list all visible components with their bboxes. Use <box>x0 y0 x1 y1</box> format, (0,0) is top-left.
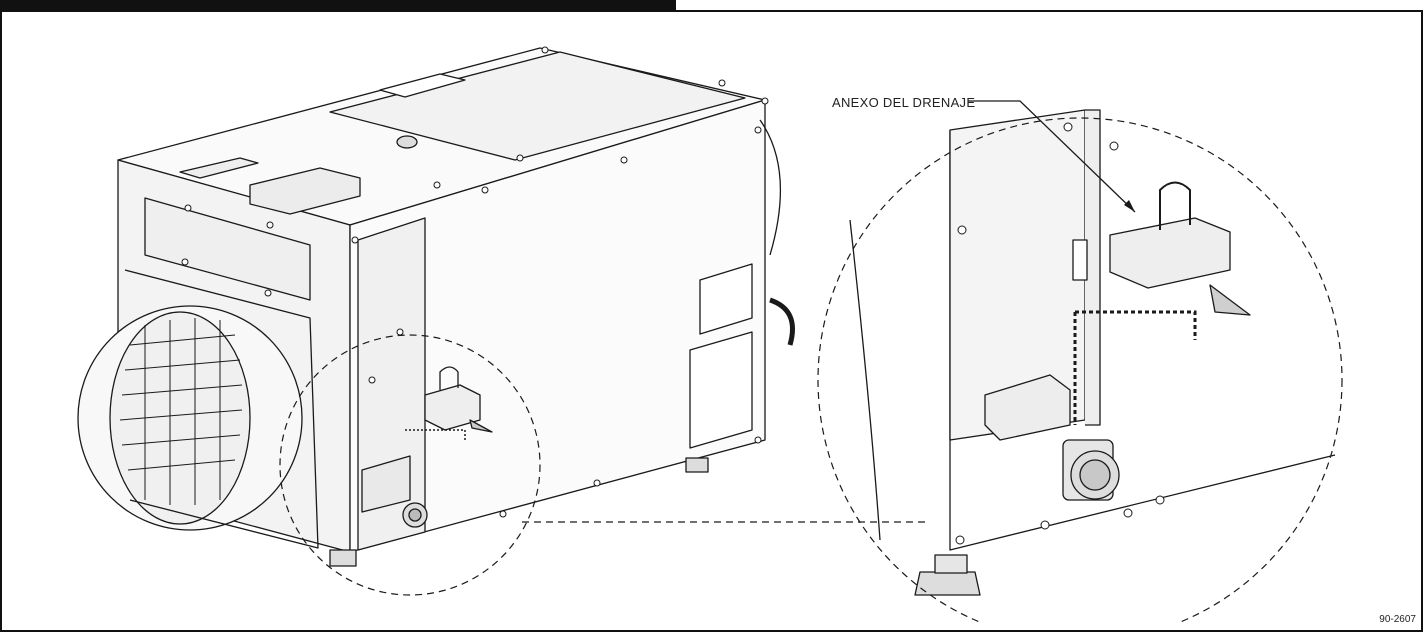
magnify-circle-small <box>279 334 541 596</box>
callout-label: ANEXO DEL DRENAJE <box>832 95 976 110</box>
drain-dotted-path-small <box>405 429 466 440</box>
callout-leader <box>968 100 1136 213</box>
drain-dotted-path-large <box>1073 310 1197 425</box>
outer-border <box>0 10 1423 632</box>
detail-enlarged <box>849 109 1336 596</box>
unit-screws <box>181 46 769 518</box>
magnify-circle-large <box>817 117 1343 622</box>
detail-screws <box>955 122 1165 545</box>
header-bar <box>0 0 676 12</box>
dehumidifier-unit <box>77 47 795 567</box>
callout-arrowhead <box>1124 200 1135 212</box>
figure-number: 90-2607 <box>1379 614 1416 625</box>
